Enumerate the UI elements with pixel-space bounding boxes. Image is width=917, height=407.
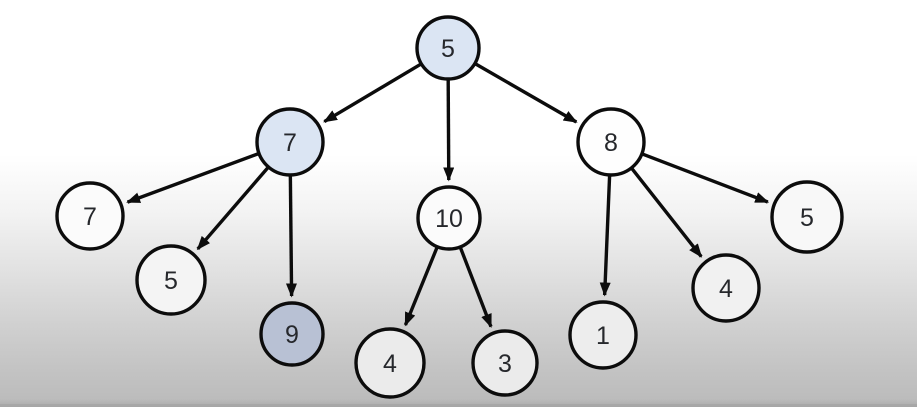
edge-root-n7 (323, 61, 424, 124)
tree-node-leaf1: 1 (568, 300, 638, 370)
node-circle (691, 253, 761, 323)
node-circle (55, 181, 125, 251)
edge-n10-leaf4m (403, 245, 440, 327)
tree-node-leaf5r: 5 (770, 180, 844, 254)
edge-n8-leaf5r (640, 151, 770, 204)
edge-n7-leaf9 (285, 173, 297, 298)
node-circle (471, 329, 539, 397)
node-label: 9 (285, 321, 299, 349)
node-label: 8 (604, 129, 618, 157)
edge-n8-leaf1 (599, 173, 612, 297)
node-circle (416, 185, 482, 251)
node-label: 1 (596, 322, 610, 350)
slide-bottom-shadow (0, 404, 917, 407)
edge-n8-leaf4r (629, 166, 703, 258)
tree-node-leaf4r: 4 (691, 253, 761, 323)
node-label: 5 (164, 267, 178, 295)
tree-node-leaf3: 3 (471, 329, 539, 397)
edge-n7-leaf7 (126, 151, 261, 204)
node-label: 4 (719, 275, 733, 303)
tree-node-leaf5l: 5 (135, 244, 207, 316)
tree-node-n7: 7 (255, 107, 325, 177)
node-label: 7 (83, 203, 97, 231)
node-circle (354, 327, 426, 399)
node-circle (415, 15, 481, 81)
node-circle (255, 107, 325, 177)
tree-node-n10: 10 (416, 185, 482, 251)
node-circle (135, 244, 207, 316)
tree-node-leaf4m: 4 (354, 327, 426, 399)
edge-n10-leaf3 (458, 245, 493, 329)
node-circle (576, 107, 646, 177)
node-circle (568, 300, 638, 370)
tree-node-root: 5 (415, 15, 481, 81)
node-label: 3 (498, 350, 512, 378)
node-label: 5 (800, 204, 814, 232)
node-circle (770, 180, 844, 254)
tree-node-n8: 8 (576, 107, 646, 177)
edge-root-n8 (473, 61, 578, 124)
tree-node-leaf7: 7 (55, 181, 125, 251)
node-circle (259, 301, 325, 367)
node-label: 10 (435, 205, 463, 233)
edge-root-n10 (443, 77, 455, 182)
edge-n7-leaf5l (196, 165, 271, 251)
node-label: 7 (283, 129, 297, 157)
node-label: 4 (383, 350, 397, 378)
node-label: 5 (441, 35, 455, 63)
tree-node-leaf9: 9 (259, 301, 325, 367)
